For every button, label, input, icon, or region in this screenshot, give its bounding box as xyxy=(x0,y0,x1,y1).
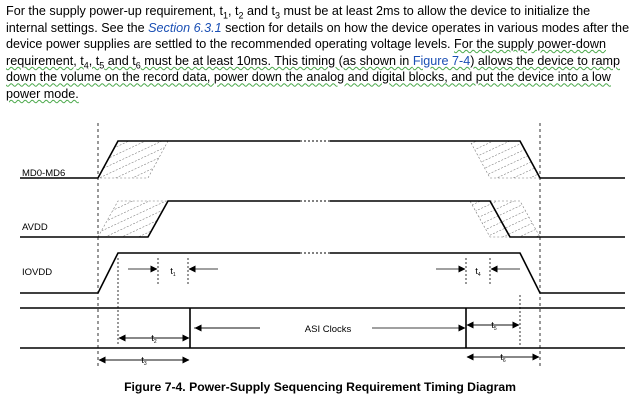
figure-link[interactable]: Figure 7-4 xyxy=(412,53,471,68)
md0-md6-waveform xyxy=(20,140,625,179)
asi-clocks-label: ASI Clocks xyxy=(305,324,352,335)
t3-label: t3 xyxy=(141,355,147,367)
reference-lines xyxy=(97,123,541,368)
t1-marker xyxy=(128,258,218,285)
t6-label: t6 xyxy=(500,352,506,364)
t4-marker xyxy=(436,258,520,285)
t2-marker xyxy=(117,258,190,345)
t1-label: t1 xyxy=(170,266,176,278)
t5-label: t5 xyxy=(491,320,497,332)
t4-label: t4 xyxy=(475,266,481,278)
signal-label-avdd: AVDD xyxy=(22,222,48,233)
iovdd-waveform xyxy=(20,252,625,294)
section-link[interactable]: Section 6.3.1 xyxy=(148,20,222,35)
description-paragraph: For the supply power-up requirement, t1,… xyxy=(6,4,630,101)
signal-label-md: MD0-MD6 xyxy=(22,168,65,179)
t5-marker xyxy=(466,295,521,345)
t2-label: t2 xyxy=(151,333,157,345)
figure-caption: Figure 7-4. Power-Supply Sequencing Requ… xyxy=(124,380,516,394)
signal-line xyxy=(20,252,625,294)
asi-clocks-bus xyxy=(20,307,625,349)
avdd-waveform xyxy=(20,200,625,238)
signal-label-iovdd: IOVDD xyxy=(22,267,52,278)
hatch-region xyxy=(469,200,541,238)
